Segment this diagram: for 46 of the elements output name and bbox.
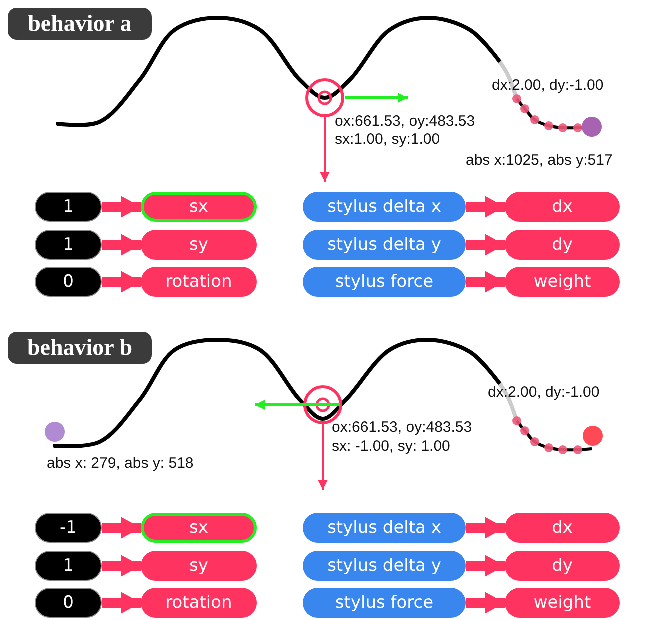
input-pill: stylus delta y xyxy=(303,551,466,581)
parameter-pill: sy xyxy=(141,551,257,581)
arrow xyxy=(466,517,505,539)
value-pill: 1 xyxy=(35,230,102,260)
arrow xyxy=(466,555,505,577)
coordinate-text: sx: -1.00, sy: 1.00 xyxy=(332,438,450,456)
parameter-pill: dx xyxy=(505,513,620,543)
parameter-pill: dy xyxy=(505,230,620,260)
input-pill: stylus delta x xyxy=(303,192,466,222)
input-pill: stylus delta y xyxy=(303,230,466,260)
arrow xyxy=(466,271,505,293)
arrow xyxy=(102,196,141,218)
arrow xyxy=(102,592,141,614)
arrow xyxy=(466,592,505,614)
parameter-pill: dy xyxy=(505,551,620,581)
input-pill: stylus force xyxy=(303,588,466,618)
coordinate-text: ox:661.53, oy:483.53 xyxy=(332,419,472,437)
parameter-pill: sy xyxy=(141,230,257,260)
value-pill: 0 xyxy=(35,267,102,297)
title-tag: behavior a xyxy=(8,8,152,40)
arrow xyxy=(102,517,141,539)
coordinate-text: ox:661.53, oy:483.53 xyxy=(335,113,476,131)
parameter-pill: rotation xyxy=(141,267,257,297)
coordinate-text: sx:1.00, sy:1.00 xyxy=(335,131,440,149)
parameter-pill: weight xyxy=(505,588,620,618)
parameter-pill: weight xyxy=(505,267,620,297)
title-tag: behavior b xyxy=(8,332,152,364)
coordinate-text: abs x: 279, abs y: 518 xyxy=(47,455,194,473)
input-pill: stylus delta x xyxy=(303,513,466,543)
value-pill: -1 xyxy=(35,513,102,543)
parameter-pill: sx xyxy=(141,192,257,222)
arrow xyxy=(466,196,505,218)
parameter-pill: rotation xyxy=(141,588,257,618)
coordinate-text: dx:2.00, dy:-1.00 xyxy=(492,77,604,95)
arrow xyxy=(102,234,141,256)
value-pill: 1 xyxy=(35,551,102,581)
parameter-pill: sx xyxy=(141,513,257,543)
input-pill: stylus force xyxy=(303,267,466,297)
value-pill: 0 xyxy=(35,588,102,618)
arrow xyxy=(466,234,505,256)
arrow xyxy=(102,271,141,293)
arrow xyxy=(102,555,141,577)
coordinate-text: dx:2.00, dy:-1.00 xyxy=(488,384,600,402)
coordinate-text: abs x:1025, abs y:517 xyxy=(466,152,613,170)
value-pill: 1 xyxy=(35,192,102,222)
parameter-pill: dx xyxy=(505,192,620,222)
